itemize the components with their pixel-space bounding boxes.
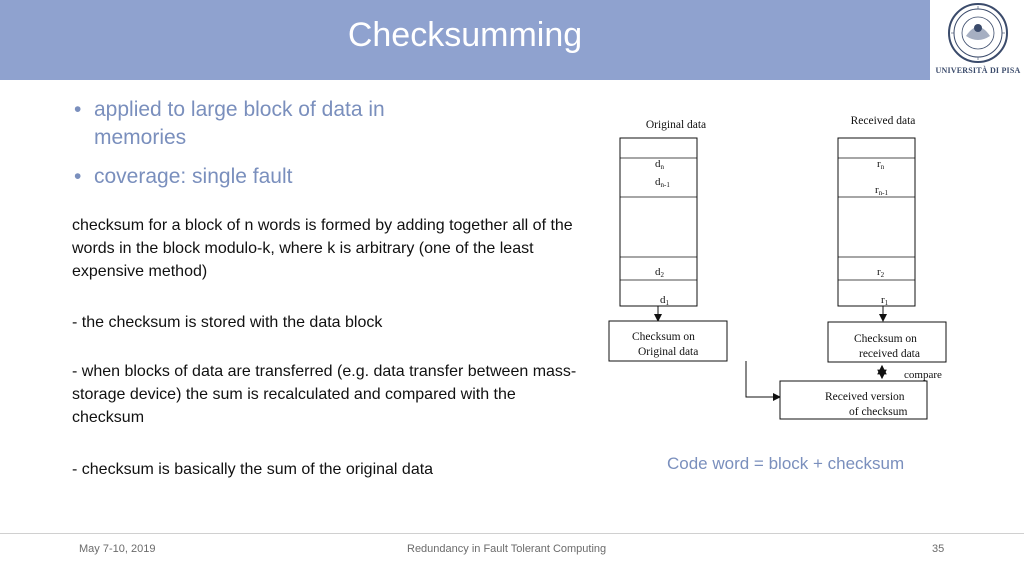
checksum-received-line2: received data [859,348,920,360]
page-number: 35 [932,543,945,555]
paragraph-checksum-definition: checksum for a block of n words is forme… [72,217,573,280]
bullet-text: applied to large block of data in memori… [94,98,385,149]
bullet-list: • applied to large block of data in memo… [74,96,454,202]
logo-text: UNIVERSITÀ DI PISA [935,66,1021,75]
slide-title: Checksumming [347,16,583,54]
word-rn: rn [877,158,885,171]
footer-divider [0,533,1024,534]
checksum-original-box [608,320,728,362]
paragraph-transfer: - when blocks of data are transferred (e… [72,363,577,426]
word-rn1: rn-1 [875,184,889,197]
word-dn1: dn-1 [655,176,670,189]
checksum-original-line1: Checksum on [632,331,695,343]
original-data-label: Original data [646,119,706,131]
received-version-line1: Received version [825,391,905,403]
title-bar: Checksumming [0,0,930,80]
footer-title: Redundancy in Fault Tolerant Computing [407,543,607,555]
bullet-dot-icon: • [74,98,82,121]
word-r2: r2 [877,266,885,279]
arrow-to-received-version [745,361,781,401]
checksum-received-box [827,321,947,363]
word-d1: d1 [660,294,670,307]
word-r1: r1 [881,294,889,307]
bullet-item: • applied to large block of data in memo… [74,96,454,152]
university-logo: UNIVERSITÀ DI PISA [932,0,1024,80]
footer-date: May 7-10, 2019 [79,543,156,555]
codeword-formula: Code word = block + checksum [667,454,905,473]
received-data-label: Received data [851,115,916,127]
word-dn: dn [655,158,665,171]
checksum-original-line2: Original data [638,346,698,358]
word-d2: d2 [655,266,665,279]
seal-icon [948,3,1008,63]
checksum-diagram: Original data Received data dn dn-1 d2 d… [608,115,947,420]
checksum-received-line1: Checksum on [854,333,917,345]
compare-label: compare [904,369,942,381]
received-version-line2: of checksum [849,406,907,418]
paragraph-sum: - checksum is basically the sum of the o… [72,461,434,478]
received-version-box [779,380,928,420]
bullet-dot-icon: • [74,165,82,188]
bullet-item: • coverage: single fault [74,163,454,191]
paragraph-stored: - the checksum is stored with the data b… [72,314,383,331]
received-data-block [837,137,916,307]
bullet-text: coverage: single fault [94,165,293,188]
